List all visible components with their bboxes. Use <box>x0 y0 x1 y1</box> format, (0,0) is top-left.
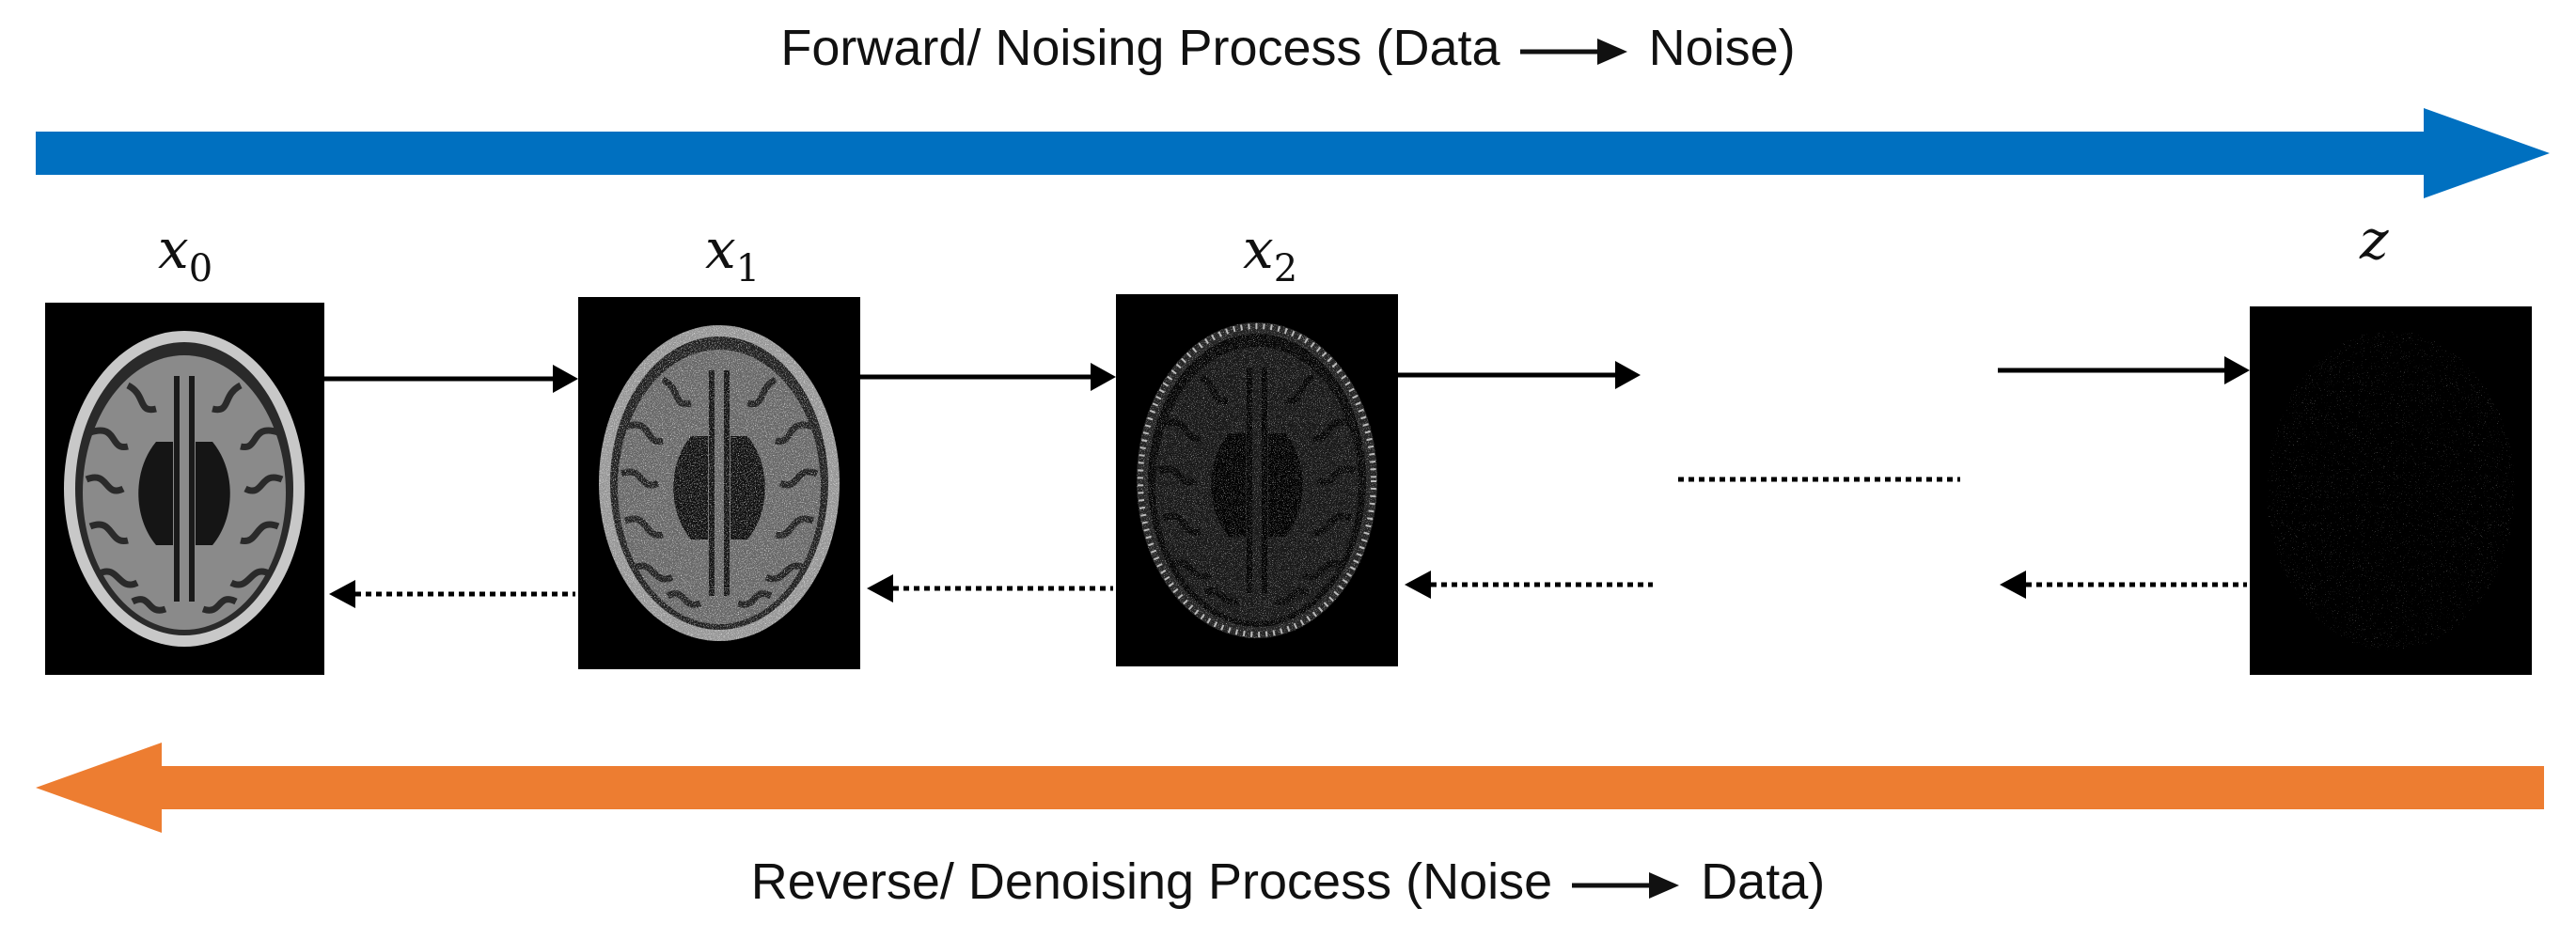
caption-arrow-icon <box>1572 871 1680 899</box>
caption-arrow-icon <box>1519 38 1627 65</box>
state-label-z: z <box>2359 208 2389 272</box>
mri-image-z <box>2250 306 2532 675</box>
forward-process-arrow <box>36 108 2550 198</box>
reverse-process-caption: Reverse/ Denoising Process (Noise Data) <box>0 853 2576 911</box>
state-label-x0: x0 <box>158 217 212 290</box>
state-label-x2: x2 <box>1243 217 1297 290</box>
forward-step-arrows <box>324 356 2250 393</box>
state-label-x1: x1 <box>705 217 760 290</box>
reverse-caption-text-end: Data) <box>1701 853 1826 910</box>
reverse-step-arrows <box>329 571 2247 608</box>
reverse-caption-text-start: Reverse/ Denoising Process (Noise <box>750 853 1553 910</box>
mri-image-x0 <box>45 303 324 675</box>
forward-caption-text-end: Noise) <box>1648 20 1796 76</box>
forward-caption-text-start: Forward/ Noising Process (Data <box>780 20 1500 76</box>
reverse-process-arrow <box>36 743 2544 833</box>
mri-image-x1 <box>578 297 860 669</box>
forward-process-caption: Forward/ Noising Process (Data Noise) <box>0 19 2576 77</box>
mri-image-x2 <box>1116 294 1398 666</box>
